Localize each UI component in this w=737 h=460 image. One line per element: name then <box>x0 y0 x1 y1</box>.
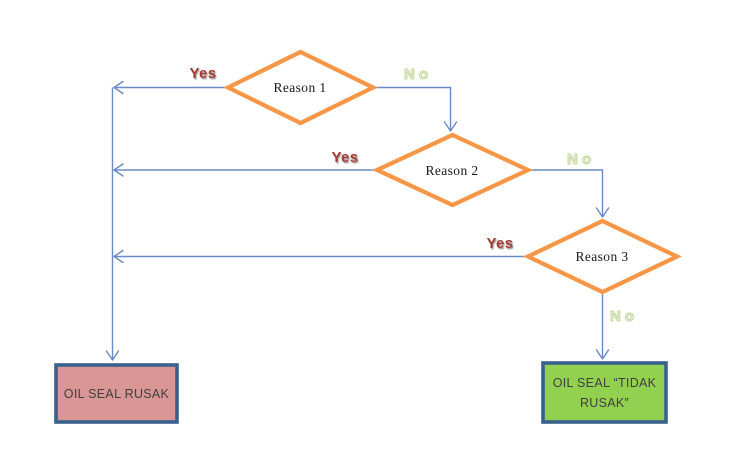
no2-arrowhead-icon <box>595 207 610 218</box>
yes1-arrowhead-icon <box>113 80 124 95</box>
yes2-label: Yes <box>331 149 359 166</box>
yes3-arrowhead-icon <box>113 249 124 264</box>
trunk-arrowhead-icon <box>105 350 120 361</box>
outcome-tidak-rusak-label: OIL SEAL “TIDAK RUSAK” <box>552 375 657 410</box>
no1-label: No <box>404 66 432 84</box>
outcome-tidak-rusak-box <box>541 361 668 424</box>
no1-arrowhead-icon <box>443 121 458 132</box>
yes2-arrowhead-icon <box>113 163 124 177</box>
decision-reason1-shape <box>223 49 378 126</box>
no2-label: No <box>567 151 595 169</box>
outcome-rusak-box <box>54 363 179 424</box>
no1-connector-line <box>373 86 452 130</box>
decision-reason1-label: Reason 1 <box>273 80 327 95</box>
no3-arrowhead-icon <box>595 349 610 360</box>
decision-reason2-label: Reason 2 <box>425 162 479 178</box>
decision-reason3-label: Reason 3 <box>575 249 629 264</box>
yes3-label: Yes <box>486 235 514 252</box>
outcome-rusak-label-wrap: OIL SEAL RUSAK <box>56 365 177 422</box>
outcome-tidak-rusak-label-wrap: OIL SEAL “TIDAK RUSAK” <box>543 363 666 422</box>
decision-reason2-shape <box>372 132 533 208</box>
yes1-label: Yes <box>189 65 217 82</box>
decision-reason3-shape <box>523 218 682 295</box>
no3-label: No <box>610 308 638 326</box>
outcome-rusak-label: OIL SEAL RUSAK <box>63 386 170 401</box>
no2-connector-line <box>528 169 604 216</box>
